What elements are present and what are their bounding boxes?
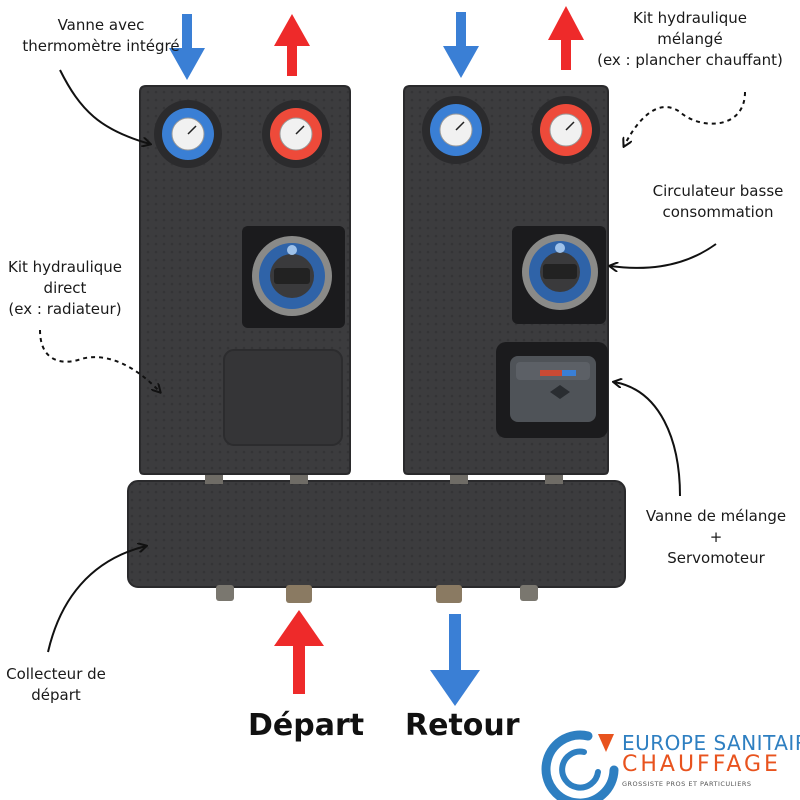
label-line: Vanne de mélange [645,507,787,525]
label-line: (ex : plancher chauffant) [597,51,783,69]
arrow-down-icon [182,14,192,52]
thermometer-gauge-icon [262,100,330,168]
thermometer-gauge-icon [154,100,222,168]
collector-block [127,468,626,603]
label-line: (ex : radiateur) [8,300,122,318]
callout-collecteur [47,546,146,653]
label-line: Kit hydraulique [7,258,123,276]
label-retour: Retour [405,708,520,743]
label-line: départ [31,686,81,704]
label-line: Kit hydraulique [632,9,748,27]
arrow-up-icon [293,640,305,694]
brand-logo-icon [541,730,619,800]
pump-icon [252,236,332,316]
retour-arrow [430,614,480,706]
arrow-up-icon [287,42,297,76]
pipe-fitting-retour [436,585,462,603]
brand-tagline: GROSSISTE PROS ET PARTICULIERS [622,780,752,788]
callout-kit-melange [624,91,746,146]
label-line: Collecteur de [6,665,106,683]
thermometer-gauge-icon [532,96,600,164]
hot-out-arrow-left [274,14,310,76]
mixing-kit-module [403,85,609,475]
label-kit-melange: Kit hydraulique mélangé (ex : plancher c… [584,8,796,71]
arrow-down-icon [449,614,461,674]
label-circulateur: Circulateur basse consommation [640,181,796,223]
thermometer-gauge-icon [422,96,490,164]
callout-lines [39,69,746,653]
label-kit-direct: Kit hydraulique direct (ex : radiateur) [0,257,130,320]
direct-kit-module [139,85,351,475]
callout-kit-direct [39,329,160,392]
pipe-fitting-depart [286,585,312,603]
arrow-up-icon [561,36,571,70]
label-vanne-thermometre: Vanne avec thermomètre intégré [8,15,194,57]
pipe-fitting [216,585,234,601]
label-line: direct [43,279,87,297]
depart-arrow [274,610,324,694]
cold-in-arrow-right [443,12,479,78]
callout-vanne-melange [614,382,681,497]
label-line: thermomètre intégré [22,37,180,55]
label-line: Circulateur basse [652,182,784,200]
callout-vanne-thermo [59,69,150,144]
label-line: Servomoteur [667,549,765,567]
arrow-down-icon [456,12,466,50]
pipe-fitting [520,585,538,601]
pump-icon [522,234,598,310]
label-collecteur: Collecteur de départ [0,664,112,706]
label-line: + [709,528,723,546]
label-vanne-melange: Vanne de mélange + Servomoteur [636,506,796,569]
callout-circulateur [610,243,717,268]
hot-out-arrow-right [548,6,584,70]
label-line: consommation [662,203,774,221]
label-line: mélangé [657,30,723,48]
label-line: Vanne avec [57,16,145,34]
cold-in-arrow-left [169,14,205,80]
brand-name-line2: CHAUFFAGE [622,752,781,777]
brand-name-line1: EUROPE SANITAIRE [622,731,800,755]
label-depart: Départ [248,708,365,743]
servomotor-icon [510,356,596,422]
